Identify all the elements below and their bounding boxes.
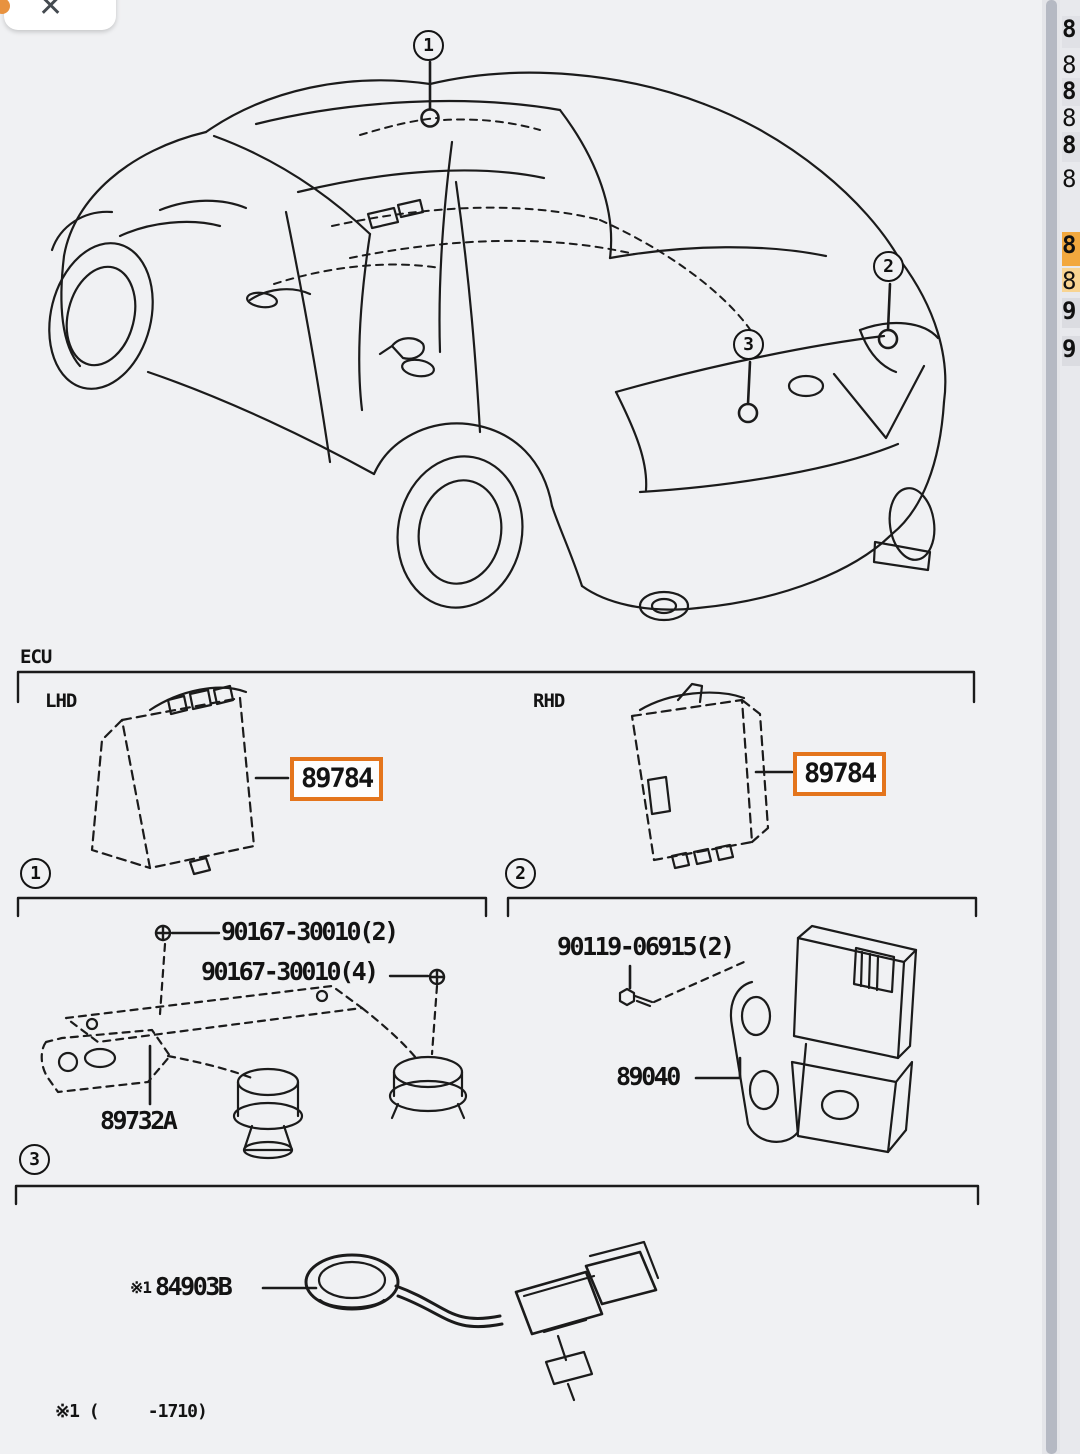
part-label-90167-30010-2: 90167-30010(2) [221,917,399,946]
parts-list-item[interactable]: 8 [1062,52,1077,74]
ecu-lhd-drawing [92,686,288,874]
car-callout-2: 2 [873,251,904,282]
part-label-89732A: 89732A [100,1106,178,1135]
parts-list-item[interactable]: 8 [1062,78,1080,106]
section-1-callout: 1 [20,858,51,889]
footnote: ※1 ( -1710) [55,1401,208,1422]
lhd-label: LHD [45,690,77,712]
parts-list-item[interactable]: 8 [1062,132,1080,162]
ecu-rhd-drawing [632,684,792,868]
highlighted-part-89784-rhd[interactable]: 89784 [793,752,887,796]
parts-list-panel [1060,0,1080,1454]
parts-list-item[interactable]: 9 [1062,298,1080,328]
parts-list-item-highlighted[interactable]: 8 [1062,232,1080,266]
close-icon: ✕ [38,0,64,24]
parts-list-item[interactable]: 9 [1062,336,1080,366]
car-illustration [35,62,946,620]
parts-list-item[interactable]: 8 [1062,166,1077,188]
highlighted-part-89784-lhd[interactable]: 89784 [290,757,384,801]
antenna-drawing [263,1242,658,1400]
ecu-section-title: ECU [20,646,52,668]
car-callout-3: 3 [733,329,764,360]
notification-dot [0,0,10,14]
section-2-callout: 2 [505,858,536,889]
callout-markers [422,62,898,422]
parts-list-item[interactable]: 8 [1062,105,1077,127]
parts-list-item[interactable]: 8 [1062,268,1080,292]
part-label-89040: 89040 [616,1062,681,1091]
rhd-label: RHD [533,690,565,712]
note-ref-mark: ※1 [130,1278,152,1297]
scrollbar-thumb[interactable] [1046,0,1057,1454]
part-label-90119-06915-2: 90119-06915(2) [557,932,735,961]
car-callout-1: 1 [413,30,444,61]
parts-list-item[interactable]: 8 [1062,16,1080,48]
close-button[interactable]: ✕ [4,0,116,30]
section-3-callout: 3 [19,1144,50,1175]
part-label-90167-30010-4: 90167-30010(4) [201,957,379,986]
